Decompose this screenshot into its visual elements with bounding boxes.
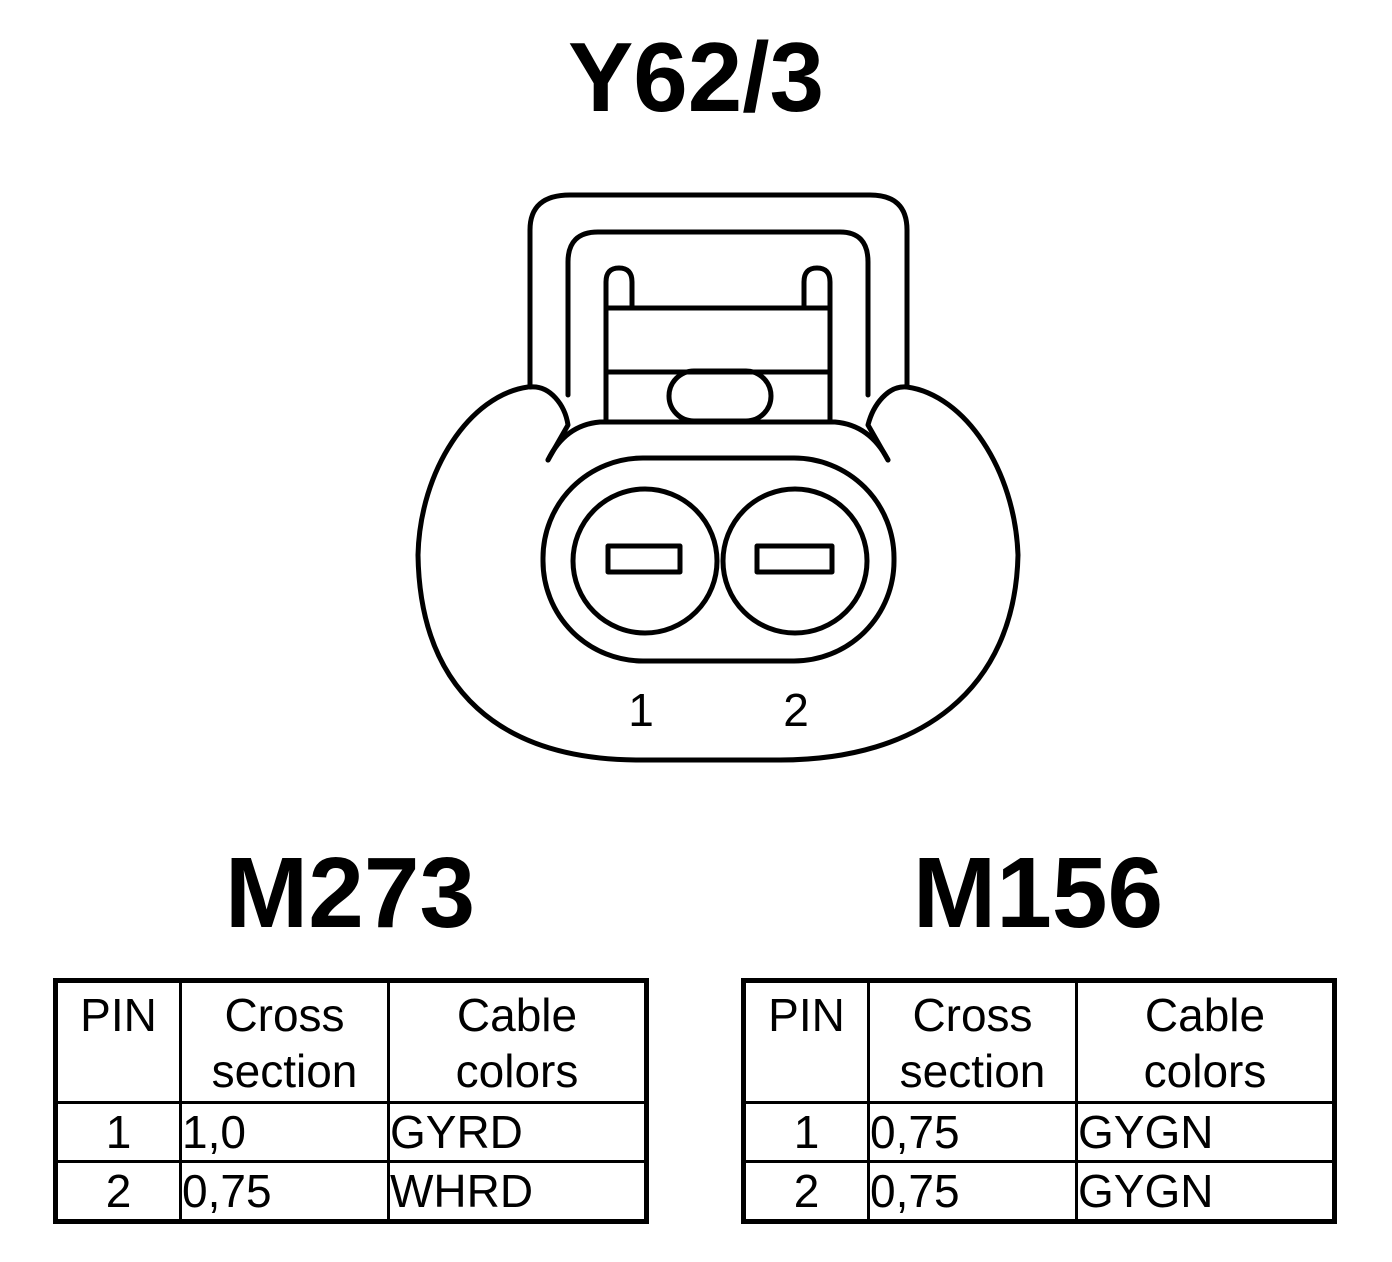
cable-color-cell: GYGN xyxy=(1075,1101,1336,1163)
header-color-line-1: Cable xyxy=(456,989,578,1041)
cross-section-cell: 1,0 xyxy=(179,1101,390,1163)
pin-cavity-2 xyxy=(720,486,870,636)
terminal-slot-2 xyxy=(754,543,835,575)
cross-section-cell: 0,75 xyxy=(179,1160,390,1223)
cross-section-cell: 0,75 xyxy=(867,1101,1078,1163)
right-shoulder xyxy=(865,384,910,463)
latch-arm-left xyxy=(603,265,635,423)
latch-arm-right xyxy=(801,265,833,423)
pin-label-1: 1 xyxy=(628,684,654,736)
pin-cell: 2 xyxy=(54,1160,182,1223)
pin-table-m156: PIN Cross section Cable colors 1 0,75 GY… xyxy=(741,978,1337,1224)
header-cable-colors: Cable colors xyxy=(1075,979,1336,1104)
cable-color-cell: GYRD xyxy=(387,1101,648,1163)
connector-title: Y62/3 xyxy=(567,22,825,132)
latch-outer-frame xyxy=(527,192,910,390)
table-row: 1 1,0 GYRD xyxy=(54,1101,648,1163)
header-pin: PIN xyxy=(742,979,870,1104)
table-row: 2 0,75 GYGN xyxy=(742,1160,1336,1223)
header-cross-line-1: Cross xyxy=(912,989,1033,1041)
latch-inner-frame xyxy=(565,229,871,398)
header-color-line-1: Cable xyxy=(1144,989,1266,1041)
engine-title-m156: M156 xyxy=(912,837,1164,949)
header-cross-line-1: Cross xyxy=(224,989,345,1041)
table-header-row: PIN Cross section Cable colors xyxy=(742,979,1336,1104)
connector-outer-body xyxy=(415,384,1021,763)
pin-cell: 1 xyxy=(54,1101,182,1163)
engine-title-m273: M273 xyxy=(224,837,476,949)
pin-cell: 1 xyxy=(742,1101,870,1163)
pin-cavity-enclosure xyxy=(540,455,897,664)
header-color-line-2: colors xyxy=(455,1045,579,1097)
header-color-line-2: colors xyxy=(1143,1045,1267,1097)
header-cross-line-2: section xyxy=(211,1045,358,1097)
header-cross-section: Cross section xyxy=(867,979,1078,1104)
pin-table-m273: PIN Cross section Cable colors 1 1,0 GYR… xyxy=(53,978,649,1224)
header-cross-line-2: section xyxy=(899,1045,1046,1097)
cable-color-cell: WHRD xyxy=(387,1160,648,1223)
left-shoulder xyxy=(527,384,571,463)
table-header-row: PIN Cross section Cable colors xyxy=(54,979,648,1104)
pin-label-2: 2 xyxy=(783,684,809,736)
terminal-slot-1 xyxy=(605,543,683,575)
connector-drawing: 1 2 xyxy=(415,192,1021,763)
cross-section-cell: 0,75 xyxy=(867,1160,1078,1223)
table-row: 1 0,75 GYGN xyxy=(742,1101,1336,1163)
header-cross-section: Cross section xyxy=(179,979,390,1104)
pin-cavity-1 xyxy=(570,486,720,636)
header-pin: PIN xyxy=(54,979,182,1104)
header-cable-colors: Cable colors xyxy=(387,979,648,1104)
table-row: 2 0,75 WHRD xyxy=(54,1160,648,1223)
cable-color-cell: GYGN xyxy=(1075,1160,1336,1223)
latch-tab xyxy=(666,368,774,424)
inner-housing-arch xyxy=(545,419,891,463)
pin-cell: 2 xyxy=(742,1160,870,1223)
